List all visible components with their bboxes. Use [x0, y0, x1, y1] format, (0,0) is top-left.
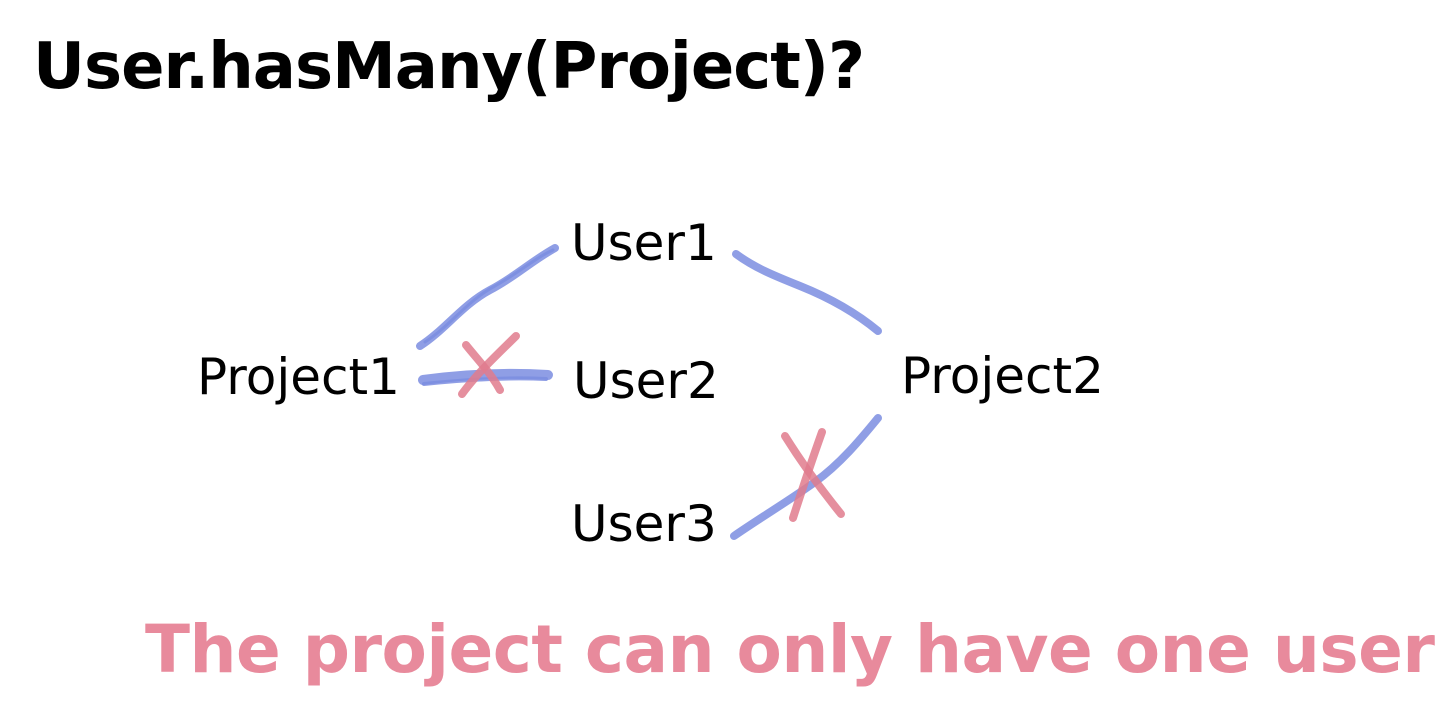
- node-user1: User1: [571, 214, 717, 272]
- node-project1: Project1: [197, 348, 400, 406]
- cross-stroke: [789, 428, 826, 522]
- cross-stroke: [458, 332, 520, 398]
- link-project1-user1: [416, 244, 559, 350]
- link-user1-project2: [732, 250, 882, 335]
- caption-warning: The project can only have one user!: [145, 611, 1440, 688]
- connector-line: [732, 250, 882, 335]
- connector-line-shadow: [422, 376, 548, 386]
- node-project2: Project2: [901, 347, 1104, 405]
- node-user2: User2: [573, 352, 719, 410]
- page-title: User.hasMany(Project)?: [33, 30, 865, 104]
- cross-mark-user3-project2: [781, 428, 845, 522]
- node-user3: User3: [571, 495, 717, 553]
- cross-mark-project1-user2: [458, 332, 520, 398]
- connector-line-shadow: [423, 248, 555, 344]
